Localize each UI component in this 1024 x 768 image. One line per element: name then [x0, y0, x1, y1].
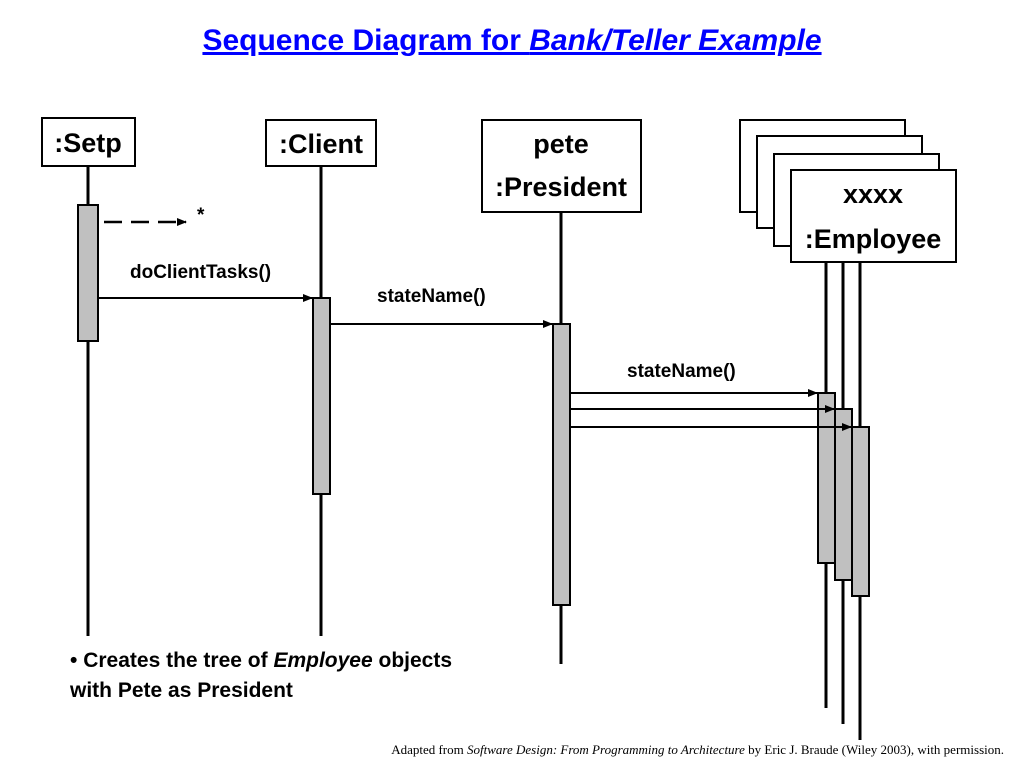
client-label: :Client	[279, 129, 363, 159]
activation-setp	[77, 204, 99, 342]
credit-book: Software Design: From Programming to Arc…	[467, 742, 745, 757]
title-prefix: Sequence Diagram for	[202, 24, 530, 57]
activation-employee-1	[817, 392, 836, 564]
activation-client	[312, 297, 331, 495]
title-emphasis: Bank/Teller Example	[529, 24, 822, 57]
message-label-state-name-1: stateName()	[377, 286, 486, 307]
president-type: :President	[495, 172, 627, 202]
employee-box	[790, 169, 957, 263]
note-part2: objects with Pete as President	[70, 649, 453, 702]
note-part1: Creates the tree of	[77, 649, 274, 672]
note-text: • Creates the tree of Employee objects w…	[70, 646, 490, 706]
activation-employee-3	[851, 426, 870, 597]
client-box	[265, 119, 377, 167]
credit-text: Adapted from Software Design: From Progr…	[391, 742, 1004, 758]
activation-employee-2	[834, 408, 853, 581]
employee-type: :Employee	[805, 224, 942, 254]
credit-part2: by Eric J. Braude (Wiley 2003), with per…	[744, 742, 1004, 757]
note-bullet: •	[70, 649, 78, 672]
note-emphasis: Employee	[273, 649, 373, 672]
activation-president	[552, 323, 571, 606]
president-name: pete	[533, 129, 589, 159]
message-label-state-name-2: stateName()	[627, 361, 736, 382]
page-title: Sequence Diagram for Bank/Teller Example	[0, 24, 1024, 58]
president-box	[481, 119, 642, 213]
credit-part1: Adapted from	[391, 742, 467, 757]
setp-box	[41, 117, 136, 167]
message-label-do-client-tasks: doClientTasks()	[130, 262, 271, 283]
star-label: *	[197, 205, 205, 226]
setp-label: :Setp	[54, 128, 122, 158]
employee-name: xxxx	[843, 179, 903, 209]
